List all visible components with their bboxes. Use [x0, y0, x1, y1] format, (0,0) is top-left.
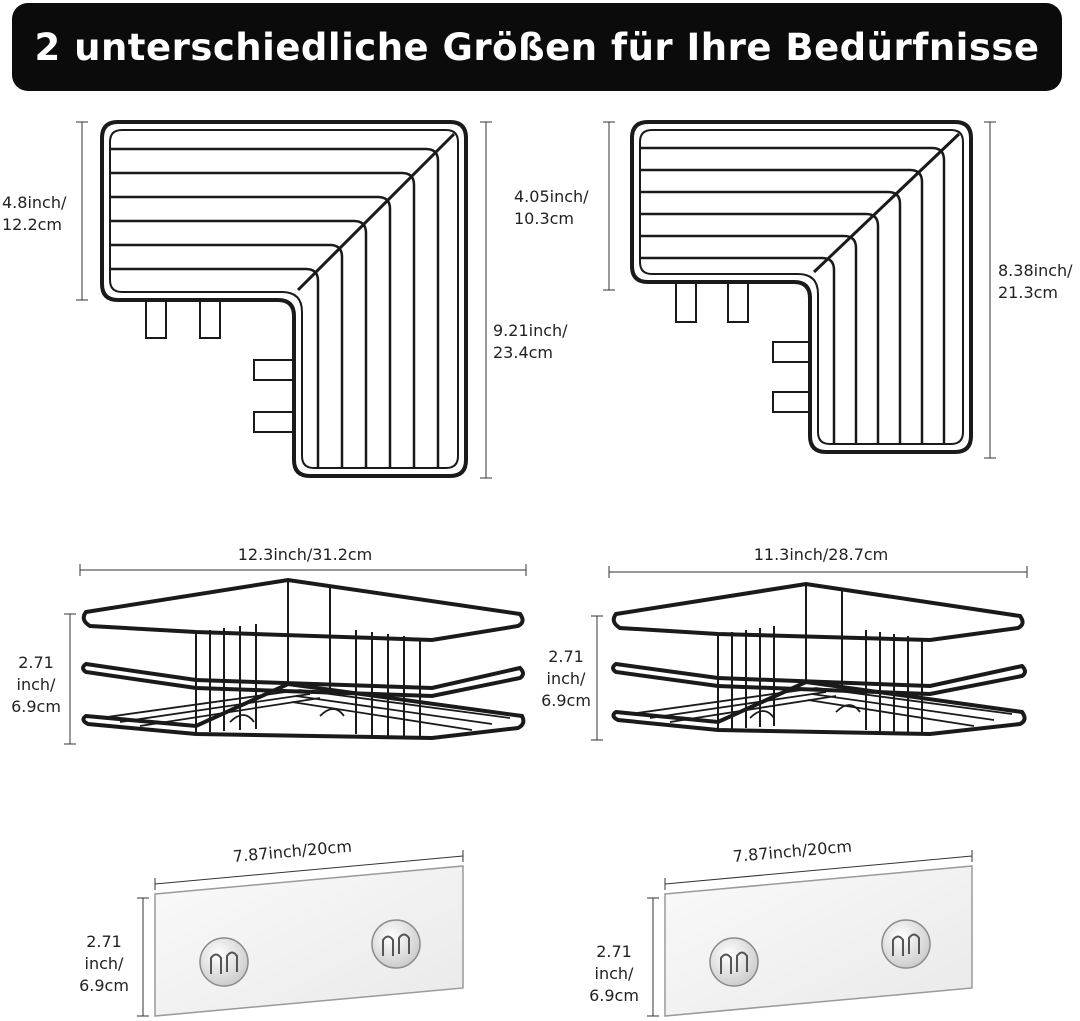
small-adhesive-dimension-lines	[647, 850, 973, 1017]
large-side-dimension-lines	[64, 564, 527, 745]
large-top-dimension-lines	[76, 121, 492, 479]
small-top-length-label: 8.38inch/ 21.3cm	[998, 261, 1073, 302]
large-adhesive-height-label: 2.71 inch/ 6.9cm	[79, 932, 129, 995]
large-width-label: 12.3inch/31.2cm	[237, 545, 373, 564]
small-basket-side-view	[611, 581, 1027, 737]
title-banner: 2 unterschiedliche Größen für Ihre Bedür…	[12, 3, 1062, 91]
small-height-label: 2.71 inch/ 6.9cm	[541, 647, 591, 710]
small-top-dimension-lines	[603, 121, 996, 459]
large-adhesive-dimension-lines	[137, 850, 464, 1017]
hook-icon	[881, 919, 931, 969]
large-top-length-label: 9.21inch/ 23.4cm	[493, 321, 568, 362]
small-side-dimension-lines	[591, 566, 1028, 741]
hook-icon	[199, 937, 249, 987]
small-basket-top-view	[630, 120, 973, 454]
small-adhesive-height-label: 2.71 inch/ 6.9cm	[589, 942, 639, 1005]
large-adhesive-pad	[154, 865, 464, 1017]
banner-title: 2 unterschiedliche Größen für Ihre Bedür…	[34, 25, 1040, 69]
hook-icon	[371, 919, 421, 969]
large-height-label: 2.71 inch/ 6.9cm	[11, 653, 61, 716]
hook-icon	[709, 937, 759, 987]
small-adhesive-pad	[664, 865, 973, 1017]
small-top-depth-label: 4.05inch/ 10.3cm	[514, 187, 589, 228]
large-basket-top-view	[100, 120, 468, 478]
large-basket-side-view	[81, 577, 526, 741]
small-width-label: 11.3inch/28.7cm	[753, 545, 889, 564]
large-top-depth-label: 4.8inch/ 12.2cm	[2, 193, 67, 234]
